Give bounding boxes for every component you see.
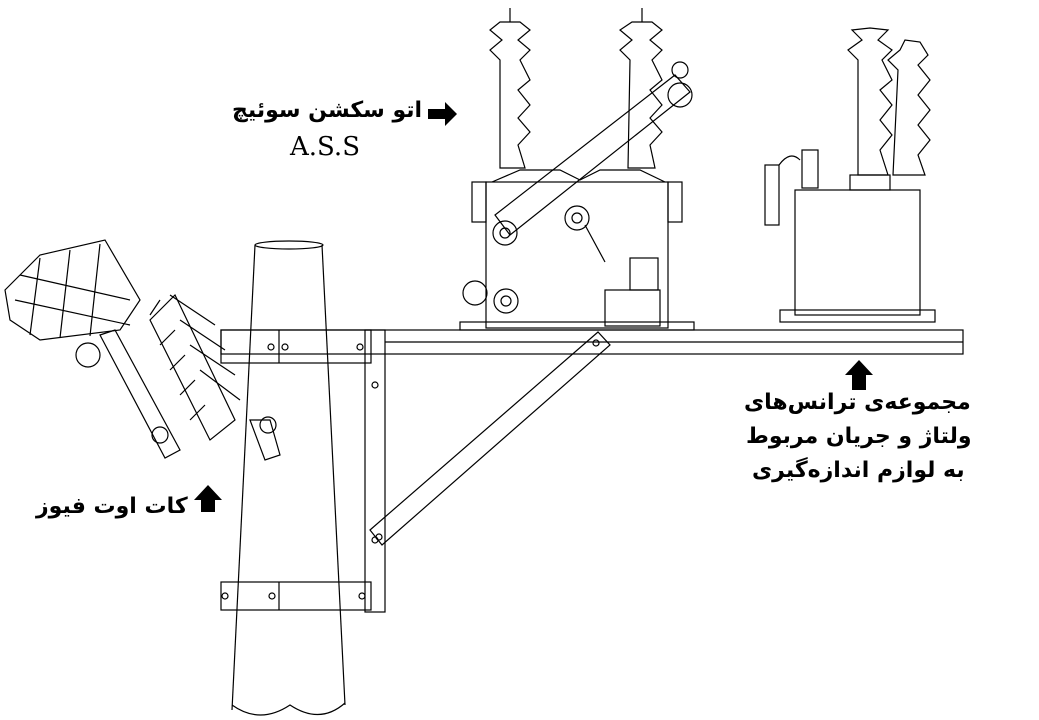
transformer-label-line2: ولتاژ و جریان مربوط bbox=[746, 424, 972, 449]
ass-label-persian: اتو سکشن سوئیچ bbox=[232, 98, 423, 123]
cutout-label: کات اوت فیوز bbox=[36, 494, 188, 519]
transformer-label-line3: به لوازم اندازه‌گیری bbox=[752, 458, 965, 483]
ass-label-english: A.S.S bbox=[290, 132, 361, 162]
pole-clamp-top bbox=[220, 329, 372, 364]
arrow-right-icon bbox=[428, 102, 457, 126]
utility-pole bbox=[231, 240, 346, 716]
instrument-transformer-set bbox=[764, 27, 936, 323]
arrow-up-icon bbox=[194, 485, 222, 512]
auto-section-switch bbox=[459, 8, 695, 331]
arrow-up-icon bbox=[845, 360, 873, 390]
pole-clamp-bottom bbox=[220, 581, 372, 611]
mounting-bracket bbox=[220, 329, 964, 613]
cutout-fuse bbox=[4, 239, 281, 461]
transformer-label-line1: مجموعه‌ی ترانس‌های bbox=[744, 390, 971, 415]
